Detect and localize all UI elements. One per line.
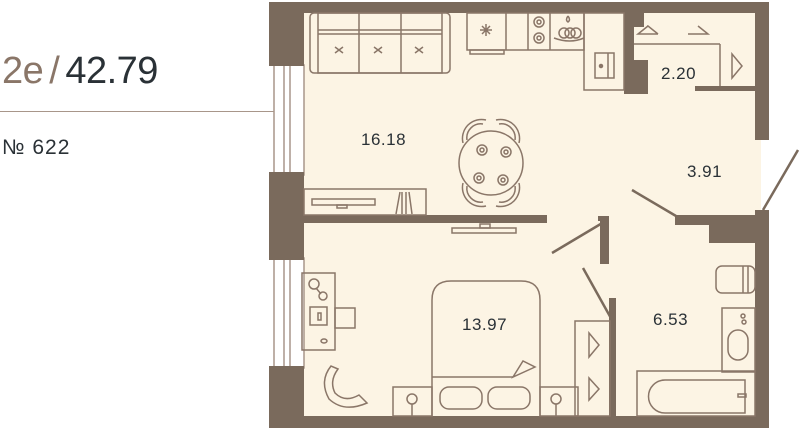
room-area-living: 16.18 xyxy=(361,130,407,149)
apartment-number: № 622 xyxy=(2,136,71,159)
bathroom-fixtures xyxy=(636,265,756,417)
wardrobe-rail xyxy=(634,25,743,86)
sofa xyxy=(309,12,451,74)
armchair xyxy=(323,365,369,408)
plan-title: 2e/42.79 xyxy=(2,52,158,90)
walls xyxy=(269,2,769,428)
title-divider xyxy=(0,111,276,112)
total-area: 42.79 xyxy=(65,50,158,92)
desk xyxy=(301,272,356,351)
room-area-wardrobe: 2.20 xyxy=(661,64,697,83)
dining-table xyxy=(458,118,524,208)
room-count: 2e xyxy=(2,50,44,92)
door-swings xyxy=(551,149,800,321)
furniture xyxy=(301,12,756,417)
floor-area xyxy=(300,10,761,416)
title-separator: / xyxy=(49,50,60,92)
room-area-bedroom: 13.97 xyxy=(462,315,508,334)
windows xyxy=(273,64,305,369)
room-area-hallway: 3.91 xyxy=(687,162,723,181)
kitchen-counter xyxy=(466,12,625,91)
room-area-bathroom: 6.53 xyxy=(653,310,689,329)
bed xyxy=(392,280,611,417)
